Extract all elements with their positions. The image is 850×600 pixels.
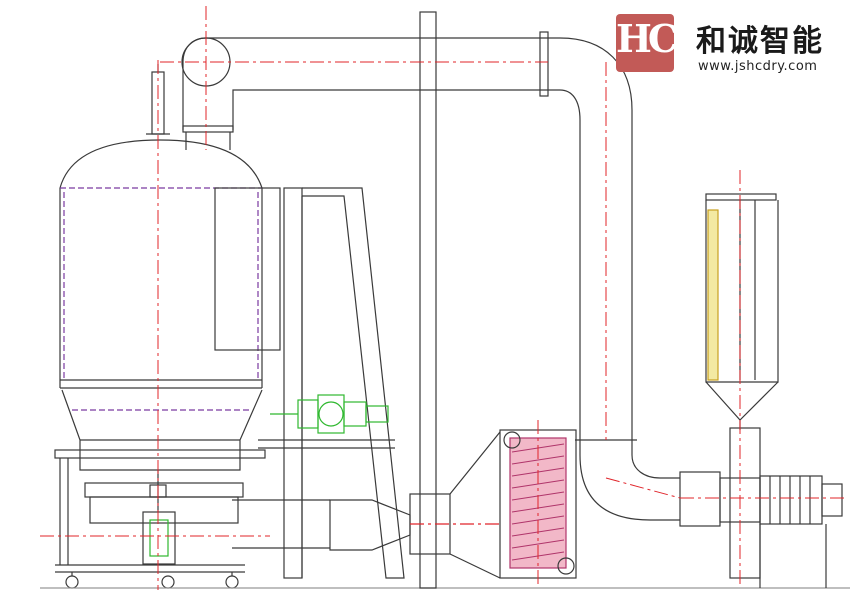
centerlines [40,6,845,590]
cyclone-separator-icon [705,193,779,579]
company-website: www.jshcdry.com [698,59,818,74]
logo-lettering: HC [616,16,678,61]
gear-motor-icon [270,394,389,434]
dryer-vessel [59,64,281,471]
company-logo-icon: HC [616,14,678,72]
ducting-icon [181,31,680,521]
brand-header: HC 和诚智能 www.jshcdry.com [610,12,845,80]
fan-motor-icon [679,471,843,588]
inlet-duct [232,431,501,579]
support-columns [258,11,437,589]
support-frame [40,449,850,589]
company-name: 和诚智能 [696,24,824,59]
